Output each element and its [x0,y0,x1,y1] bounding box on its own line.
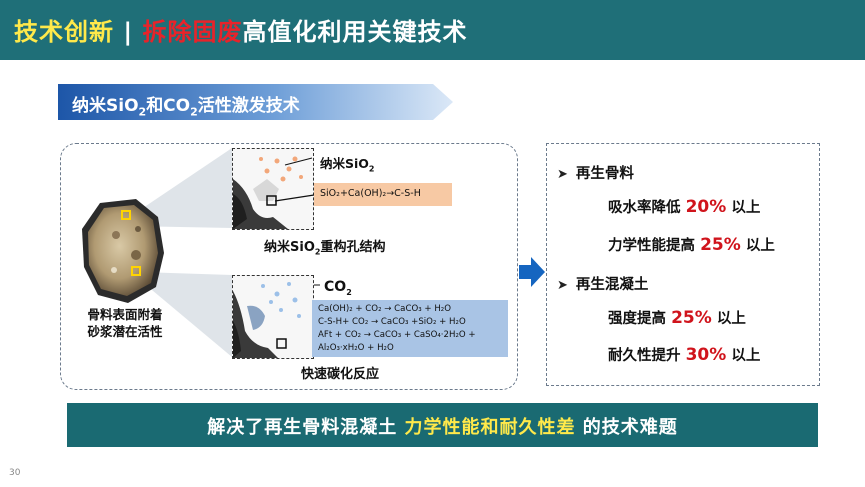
co2-label: CO2 [324,279,352,297]
nano-sio2-micro-panel [232,148,314,230]
title-part-demolition: 拆除固废 [142,18,243,46]
group-recycled-aggregate: ➤ 再生骨料 [557,162,634,183]
title-part-key-tech: 高值化利用关键技术 [242,18,468,46]
header-bar: 技术创新 | 拆除固废高值化利用关键技术 [0,0,865,60]
equation-line-2: C-S-H+ CO₂ → CaCO₃ +SiO₂ + H₂O [318,317,466,327]
item2-value: 25% [700,235,741,255]
group2-title: 再生混凝土 [575,277,649,293]
result-mechanical: 力学性能提高 25% 以上 [608,234,775,255]
carbonation-micro-panel [232,275,314,359]
results-panel [546,143,820,386]
item1-text: 吸水率降低 [608,200,681,216]
arrowhead-bullet-icon: ➤ [557,278,568,293]
result-strength: 强度提高 25% 以上 [608,307,746,328]
mechanism-panel [60,143,518,390]
arrow-right-icon [519,257,545,287]
conclusion-part3: 的技术难题 [582,417,678,438]
equation-box-1 [314,183,452,206]
group-recycled-concrete: ➤ 再生混凝土 [557,273,648,294]
equation-line-1: Ca(OH)₂ + CO₂ → CaCO₃ + H₂O [318,304,451,314]
subtitle-text: 纳米SiO2和CO2活性激发技术 [72,91,300,118]
subtitle-p3: 活性激发技术 [197,96,300,116]
item3-value: 25% [671,308,712,328]
result-water-absorption: 吸水率降低 20% 以上 [608,196,760,217]
subtitle-p1: 纳米SiO [72,96,139,116]
carbonation-caption: 快速碳化反应 [301,367,380,382]
caption1-sub: 2 [314,247,321,257]
conclusion-highlight: 力学性能和耐久性差 [404,417,576,438]
item1-value: 20% [685,197,727,217]
co2-label-text: CO [324,279,347,295]
item4-text: 耐久性提升 [608,348,681,364]
nano-sio2-label: 纳米SiO2 [320,153,375,174]
rock-caption-line1: 骨料表面附着 [87,307,163,322]
subtitle-p2: 和CO [146,96,191,116]
co2-label-sub: 2 [346,287,352,297]
item4-value: 30% [685,345,727,365]
item2-suffix: 以上 [745,238,775,254]
slide-title: 技术创新 | 拆除固废高值化利用关键技术 [14,12,467,47]
nano-label-text: 纳米SiO [320,156,369,171]
rock-caption-line2: 砂浆潜在活性 [87,324,163,339]
arrowhead-bullet-icon: ➤ [557,167,568,182]
item2-text: 力学性能提高 [608,238,695,254]
item4-suffix: 以上 [731,348,761,364]
item3-suffix: 以上 [716,311,746,327]
item3-text: 强度提高 [608,311,666,327]
pore-structure-caption: 纳米SiO2重构孔结构 [264,236,385,257]
subtitle-sub1: 2 [138,105,147,119]
conclusion-text: 解决了再生骨料混凝土 力学性能和耐久性差 的技术难题 [67,413,818,439]
subtitle-ribbon [58,84,453,120]
page-number: 30 [9,468,21,478]
subtitle-sub2: 2 [190,105,198,119]
conclusion-bar: 解决了再生骨料混凝土 力学性能和耐久性差 的技术难题 [67,403,818,447]
item1-suffix: 以上 [731,200,761,216]
caption1-p2: 重构孔结构 [320,240,386,255]
equation-line-4: Al₂O₃·xH₂O + H₂O [318,343,394,353]
equation-line-3: AFt + CO₂ → CaCO₃ + CaSO₄·2H₂O + [318,330,476,340]
aggregate-rock-image [82,199,164,303]
equation-box-2 [312,300,508,357]
conclusion-part1: 解决了再生骨料混凝土 [207,417,398,438]
nano-label-sub: 2 [368,164,375,174]
caption1-p1: 纳米SiO [264,240,315,255]
result-durability: 耐久性提升 30% 以上 [608,344,760,365]
title-part-innovation: 技术创新 [14,18,114,46]
equation-csh: SiO₂+Ca(OH)₂→C-S-H [320,188,421,199]
title-separator: | [123,18,134,46]
group1-title: 再生骨料 [575,166,634,182]
rock-caption: 骨料表面附着 砂浆潜在活性 [70,306,180,340]
